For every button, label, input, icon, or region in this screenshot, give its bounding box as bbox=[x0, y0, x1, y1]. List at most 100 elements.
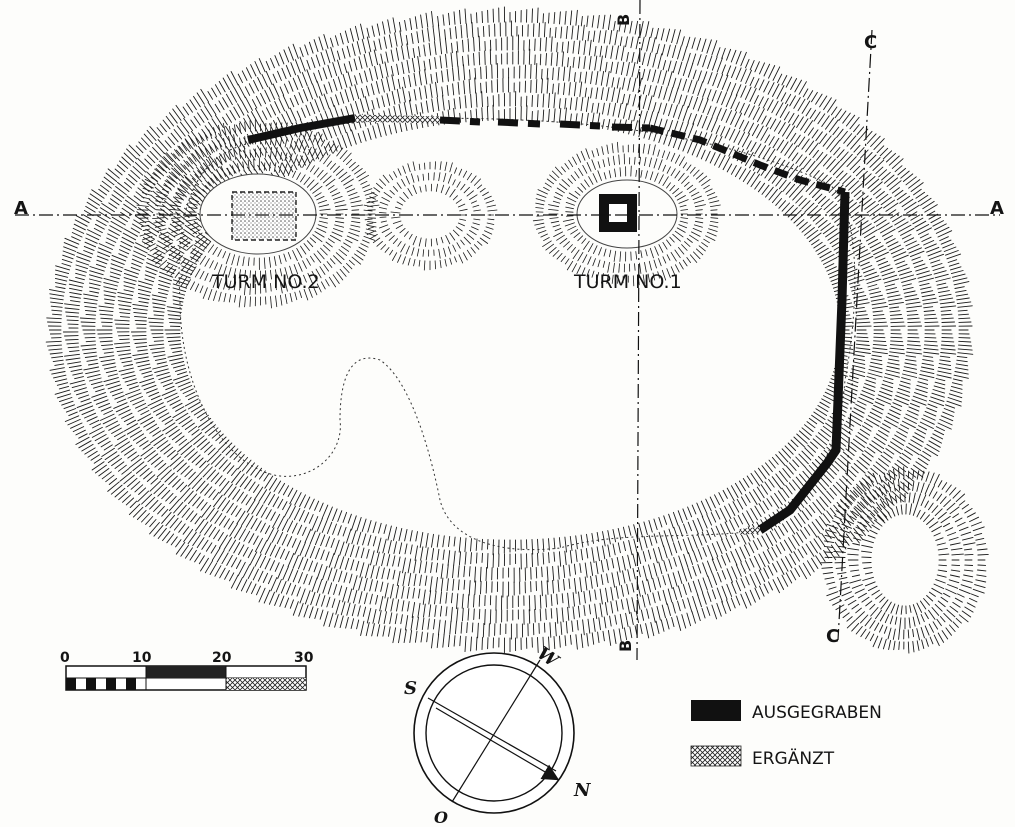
hachure-stroke bbox=[237, 83, 246, 99]
hachure-stroke bbox=[189, 197, 199, 203]
hachure-stroke bbox=[866, 133, 877, 144]
hachure-stroke bbox=[890, 212, 900, 219]
hachure-stroke bbox=[879, 264, 891, 270]
hachure-stroke bbox=[964, 606, 974, 613]
hachure-stroke bbox=[672, 104, 678, 118]
hachure-stroke bbox=[880, 426, 890, 433]
hachure-stroke bbox=[896, 263, 908, 269]
hachure-stroke bbox=[583, 605, 586, 617]
hachure-stroke bbox=[110, 220, 124, 229]
hachure-stroke bbox=[217, 124, 222, 137]
hachure-stroke bbox=[947, 584, 959, 589]
hachure-stroke bbox=[363, 209, 373, 212]
hachure-stroke bbox=[801, 450, 812, 461]
hachure-stroke bbox=[855, 626, 863, 635]
hachure-stroke bbox=[927, 403, 938, 409]
hachure-stroke bbox=[81, 348, 97, 351]
hachure-stroke bbox=[903, 417, 917, 424]
hachure-stroke bbox=[356, 250, 366, 257]
hachure-stroke bbox=[390, 65, 394, 77]
hachure-stroke bbox=[875, 433, 888, 441]
hachure-stroke bbox=[750, 173, 760, 188]
hachure-stroke bbox=[49, 289, 65, 293]
hachure-stroke bbox=[309, 101, 316, 115]
hachure-stroke bbox=[141, 513, 150, 523]
hachure-stroke bbox=[139, 467, 150, 477]
hachure-stroke bbox=[258, 587, 266, 603]
hachure-stroke bbox=[467, 54, 470, 66]
hachure-stroke bbox=[124, 448, 135, 456]
hachure-stroke bbox=[209, 274, 213, 283]
hachure-stroke bbox=[876, 257, 886, 263]
hachure-stroke bbox=[315, 54, 321, 67]
hachure-stroke bbox=[323, 611, 329, 627]
hachure-stroke bbox=[317, 69, 323, 81]
legend-swatch-restored bbox=[690, 745, 742, 767]
hachure-stroke bbox=[436, 96, 440, 112]
hachure-stroke bbox=[855, 217, 866, 225]
hachure-stroke bbox=[314, 99, 320, 113]
hachure-stroke bbox=[408, 233, 413, 240]
hachure-stroke bbox=[363, 235, 376, 241]
hachure-stroke bbox=[647, 69, 651, 81]
hachure-stroke bbox=[768, 478, 775, 488]
hachure-stroke bbox=[313, 72, 318, 83]
hachure-stroke bbox=[124, 378, 137, 383]
hachure-stroke bbox=[412, 184, 417, 195]
hachure-stroke bbox=[193, 244, 205, 252]
hachure-stroke bbox=[80, 398, 91, 403]
hachure-stroke bbox=[392, 17, 397, 33]
hachure-stroke bbox=[403, 629, 407, 644]
hachure-stroke bbox=[444, 258, 447, 267]
hachure-stroke bbox=[279, 137, 283, 147]
hachure-stroke bbox=[902, 173, 914, 182]
hachure-stroke bbox=[710, 220, 719, 224]
hachure-stroke bbox=[737, 514, 744, 525]
hachure-stroke bbox=[115, 345, 131, 349]
hachure-stroke bbox=[438, 248, 441, 259]
hachure-stroke bbox=[388, 174, 394, 181]
hachure-stroke bbox=[812, 170, 820, 178]
hachure-stroke bbox=[336, 50, 341, 61]
hachure-stroke bbox=[851, 368, 866, 373]
hachure-stroke bbox=[583, 56, 586, 70]
hachure-stroke bbox=[322, 565, 328, 581]
hachure-stroke bbox=[739, 119, 745, 130]
hachure-stroke bbox=[362, 533, 367, 546]
hachure-stroke bbox=[756, 125, 764, 139]
hachure-stroke bbox=[223, 537, 232, 551]
hachure-stroke bbox=[642, 84, 646, 95]
hachure-stroke bbox=[156, 228, 167, 232]
hachure-stroke bbox=[320, 139, 326, 147]
hachure-stroke bbox=[865, 379, 876, 384]
hachure-stroke bbox=[765, 186, 774, 198]
hachure-stroke bbox=[200, 483, 209, 494]
hachure-stroke bbox=[827, 231, 841, 241]
hachure-stroke bbox=[907, 317, 920, 320]
hachure-stroke bbox=[330, 37, 334, 48]
hachure-stroke bbox=[190, 192, 201, 199]
hachure-stroke bbox=[901, 420, 916, 429]
hachure-stroke bbox=[109, 387, 123, 393]
hachure-stroke bbox=[151, 298, 167, 303]
hachure-stroke bbox=[602, 159, 606, 168]
hachure-stroke bbox=[279, 294, 283, 306]
hachure-stroke bbox=[56, 393, 72, 399]
hachure-stroke bbox=[824, 551, 833, 553]
hachure-stroke bbox=[855, 483, 867, 495]
hachure-stroke bbox=[459, 112, 462, 123]
hachure-stroke bbox=[268, 162, 271, 172]
hachure-stroke bbox=[458, 254, 464, 264]
hachure-stroke bbox=[123, 272, 138, 279]
hachure-stroke bbox=[233, 525, 242, 539]
hachure-stroke bbox=[812, 502, 823, 515]
hachure-stroke bbox=[419, 532, 424, 548]
hachure-stroke bbox=[238, 544, 245, 556]
hachure-stroke bbox=[318, 204, 330, 208]
hachure-stroke bbox=[249, 296, 251, 307]
hachure-stroke bbox=[137, 363, 151, 368]
hachure-stroke bbox=[697, 579, 704, 594]
hachure-stroke bbox=[366, 200, 379, 204]
hachure-stroke bbox=[811, 91, 818, 103]
hachure-stroke bbox=[676, 227, 686, 233]
